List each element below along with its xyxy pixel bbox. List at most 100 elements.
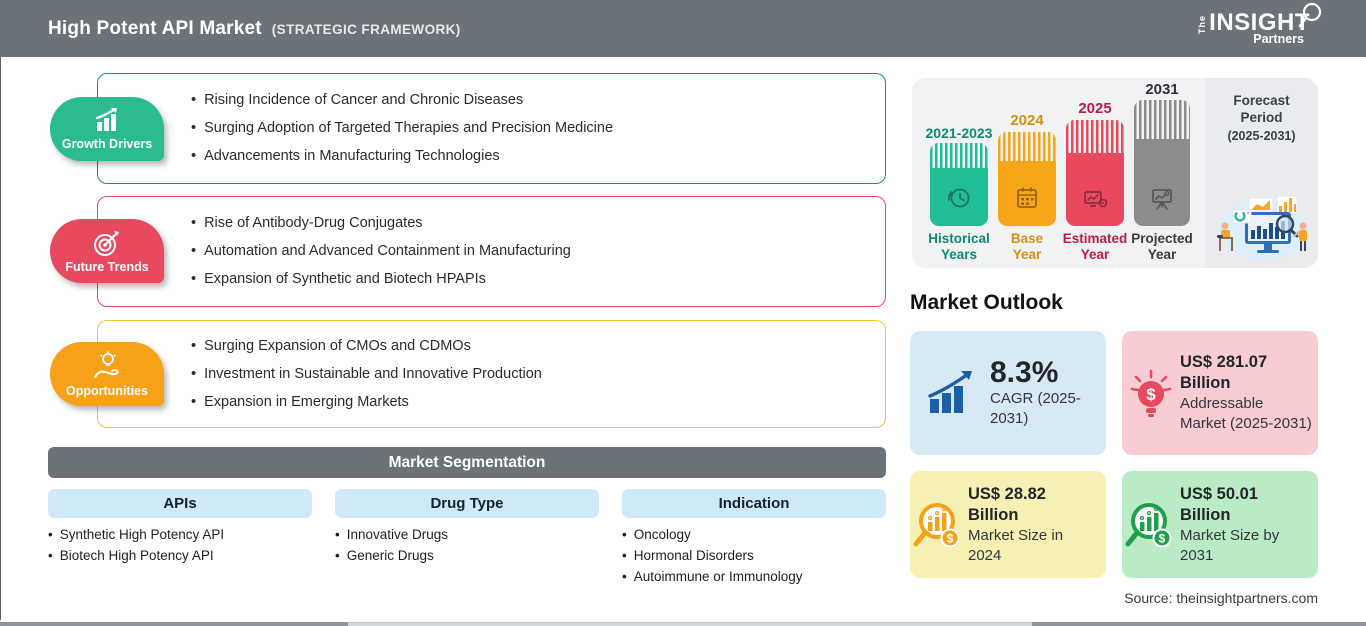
year-label: 2021-2023 <box>925 125 993 141</box>
logo-the-text: The <box>1197 15 1208 35</box>
year-label: 2024 <box>1010 112 1044 129</box>
base-year-bar <box>998 132 1056 226</box>
cagr-card: 8.3% CAGR (2025-2031) <box>910 331 1106 455</box>
svg-text:$: $ <box>947 531 954 545</box>
list-item: Rising Incidence of Cancer and Chronic D… <box>191 93 873 108</box>
opportunities-box: Surging Expansion of CMOs and CDMOs Inve… <box>97 320 886 428</box>
magnifier-bars-coin-icon-green: $ <box>1125 502 1172 547</box>
subtitle-text: (STRATEGIC FRAMEWORK) <box>271 21 461 37</box>
list-item: Innovative Drugs <box>335 524 615 545</box>
svg-text:$: $ <box>1146 385 1156 404</box>
cagr-label: CAGR (2025-2031) <box>990 390 1081 427</box>
badge-label: Opportunities <box>66 383 148 398</box>
badge-label: Future Trends <box>65 259 149 274</box>
market-size-2024-label: Market Size in 2024 <box>968 526 1064 564</box>
bar-stripes <box>930 143 988 168</box>
dollar-bulb-icon: $ <box>1130 369 1172 417</box>
clock-history-icon <box>948 188 970 208</box>
forecast-period-panel: Forecast Period (2025-2031) <box>1205 78 1318 268</box>
list-item: Automation and Advanced Containment in M… <box>191 244 873 259</box>
svg-text:$: $ <box>1159 531 1166 545</box>
magnifier-bars-coin-icon-orange: $ <box>913 502 960 547</box>
lightbulb-hand-icon <box>94 351 119 378</box>
analysts-dashboard-illustration <box>1217 195 1307 260</box>
segment-header-apis: APIs <box>48 489 312 518</box>
segment-header-drug-type: Drug Type <box>335 489 599 518</box>
market-size-2024-value: US$ 28.82 Billion <box>968 484 1046 524</box>
insight-partners-logo: The INSIGHT Partners <box>1197 2 1322 46</box>
addressable-market-card: $ US$ 281.07 Billion Addressable Market … <box>1122 331 1318 455</box>
projected-year-bar <box>1134 100 1190 226</box>
list-item: Surging Expansion of CMOs and CDMOs <box>191 338 873 354</box>
growth-drivers-list: Rising Incidence of Cancer and Chronic D… <box>191 74 873 183</box>
bar-caption: Projected Year <box>1131 231 1193 262</box>
bar-stripes <box>1066 120 1124 153</box>
logo-insight-text: INSIGHT <box>1209 9 1310 36</box>
future-trends-list: Rise of Antibody-Drug Conjugates Automat… <box>191 197 873 306</box>
scrollbar-thumb-right[interactable] <box>1032 622 1366 626</box>
list-item: Expansion of Synthetic and Biotech HPAPI… <box>191 272 873 287</box>
list-item: Expansion in Emerging Markets <box>191 394 873 410</box>
bar-caption: Base Year <box>1010 231 1044 262</box>
year-label: 2031 <box>1145 81 1179 98</box>
source-attribution: Source: theinsightpartners.com <box>1124 590 1318 606</box>
year-label: 2025 <box>1078 100 1112 117</box>
segmentation-title: Market Segmentation <box>388 453 546 471</box>
list-item: Oncology <box>622 524 902 545</box>
header-bar: High Potent API Market (STRATEGIC FRAMEWO… <box>0 0 1366 57</box>
pill-label: Drug Type <box>430 495 504 512</box>
addressable-market-label: Addressable Market (2025-2031) <box>1180 395 1312 432</box>
bar-caption: Historical Years <box>928 231 990 262</box>
opportunities-list: Surging Expansion of CMOs and CDMOs Inve… <box>191 321 873 427</box>
presentation-chart-icon <box>1152 189 1172 210</box>
estimated-year-bar <box>1066 120 1124 226</box>
bar-stripes <box>998 132 1056 161</box>
cagr-value: 8.3% <box>990 356 1059 389</box>
market-size-2031-label: Market Size by 2031 <box>1180 526 1280 564</box>
badge-label: Growth Drivers <box>61 137 153 151</box>
historical-years-bar <box>930 143 988 226</box>
addressable-market-value: US$ 281.07 Billion <box>1180 353 1268 392</box>
calendar-icon <box>1017 187 1037 208</box>
monitor-gear-icon <box>1084 191 1108 208</box>
apis-list: Synthetic High Potency API Biotech High … <box>48 524 328 566</box>
logo-partners-text: Partners <box>1253 32 1304 46</box>
market-segmentation-header: Market Segmentation <box>48 447 886 478</box>
market-outlook-title: Market Outlook <box>910 291 1063 314</box>
list-item: Rise of Antibody-Drug Conjugates <box>191 216 873 231</box>
list-item: Synthetic High Potency API <box>48 524 328 545</box>
opportunities-badge: Opportunities <box>50 342 164 406</box>
list-item: Surging Adoption of Targeted Therapies a… <box>191 121 873 136</box>
indication-list: Oncology Hormonal Disorders Autoimmune o… <box>622 524 902 587</box>
list-item: Biotech High Potency API <box>48 545 328 566</box>
bar-stripes <box>1134 100 1190 139</box>
list-item: Advancements in Manufacturing Technologi… <box>191 149 873 164</box>
title-text: High Potent API Market <box>48 17 262 39</box>
bar-chart-rising-arrow-icon <box>95 107 117 131</box>
growth-drivers-box: Rising Incidence of Cancer and Chronic D… <box>97 73 886 184</box>
page-title: High Potent API Market (STRATEGIC FRAMEWO… <box>48 18 461 40</box>
growth-drivers-badge: Growth Drivers <box>50 97 164 161</box>
blue-growth-chart-icon <box>928 371 972 413</box>
drug-type-list: Innovative Drugs Generic Drugs <box>335 524 615 566</box>
segment-header-indication: Indication <box>622 489 886 518</box>
future-trends-box: Rise of Antibody-Drug Conjugates Automat… <box>97 196 886 307</box>
list-item: Autoimmune or Immunology <box>622 566 902 587</box>
market-size-2024-card: $ US$ 28.82 Billion Market Size in 2024 <box>910 471 1106 578</box>
bar-caption: Estimated Year <box>1062 231 1128 262</box>
scrollbar-thumb-left[interactable] <box>0 622 348 626</box>
list-item: Investment in Sustainable and Innovative… <box>191 366 873 382</box>
pill-label: APIs <box>163 495 197 512</box>
timeline-panel: 2021-2023 2024 2025 2031 <box>912 78 1318 268</box>
market-size-2031-value: US$ 50.01 Billion <box>1180 484 1258 524</box>
future-trends-badge: Future Trends <box>50 219 164 283</box>
pill-label: Indication <box>718 495 790 512</box>
target-dart-icon <box>94 230 119 256</box>
list-item: Hormonal Disorders <box>622 545 902 566</box>
magnifier-icon <box>1298 2 1322 28</box>
market-size-2031-card: $ US$ 50.01 Billion Market Size by 2031 <box>1122 471 1318 578</box>
scrollbar-track[interactable] <box>348 622 1032 626</box>
list-item: Generic Drugs <box>335 545 615 566</box>
forecast-label: Forecast Period <box>1233 93 1290 125</box>
